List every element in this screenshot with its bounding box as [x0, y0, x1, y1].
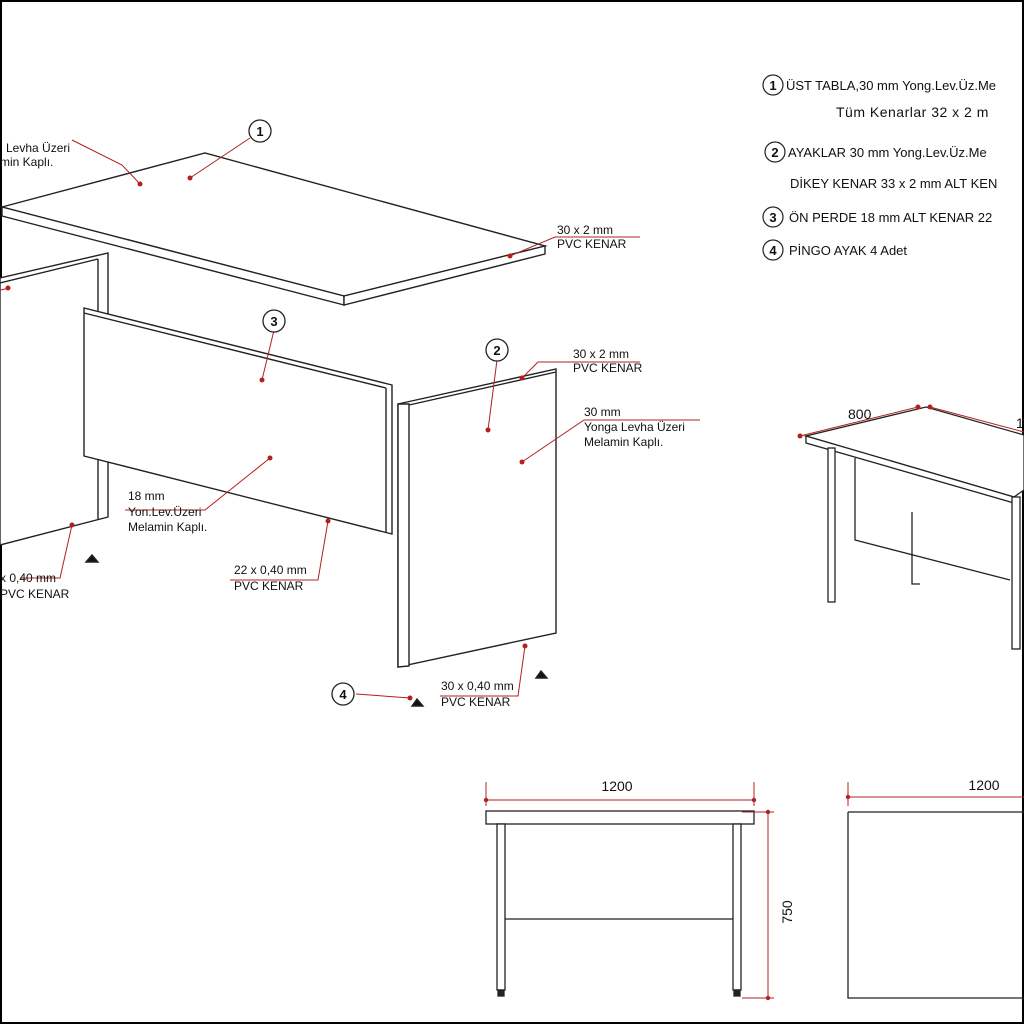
leg-material-label-3: Melamin Kaplı. [584, 435, 663, 449]
leader-lines [0, 137, 700, 699]
legend-item-2-edges: DİKEY KENAR 33 x 2 mm ALT KEN [790, 176, 997, 191]
foot-icon [410, 697, 425, 707]
right-leg-panel [397, 368, 557, 668]
top-edge-label: 30 x 2 mm [557, 223, 613, 237]
top-edge-label-2: PVC KENAR [557, 237, 627, 251]
front-height-dimension: 750 [779, 900, 795, 924]
leader-dots [5, 175, 528, 701]
side-width-dimension: 1200 [968, 777, 999, 793]
part-number-3: 3 [262, 309, 286, 333]
modesty-material-label-3: Melamin Kaplı. [128, 520, 207, 534]
modesty-material-label: 18 mm [128, 489, 165, 503]
svg-text:2: 2 [493, 343, 500, 358]
top-material-label-2: min Kaplı. [0, 155, 53, 169]
part-number-2: 2 [485, 338, 509, 362]
leg-top-edge-label: 30 x 2 mm [573, 347, 629, 361]
part-number-4: 4 [331, 682, 355, 706]
front-view: 1200 750 [483, 778, 795, 1001]
modesty-material-label-2: Yon.Lev.Üzeri [128, 505, 201, 519]
svg-text:1: 1 [256, 124, 263, 139]
foot-icon [84, 553, 100, 563]
modesty-edge-label: 22 x 0,40 mm [234, 563, 307, 577]
legend-item-2: AYAKLAR 30 mm Yong.Lev.Üz.Me [788, 145, 987, 160]
modesty-panel [83, 307, 393, 535]
legend: 1 ÜST TABLA,30 mm Yong.Lev.Üz.Me Tüm Ken… [762, 74, 997, 261]
leg-top-edge-label-2: PVC KENAR [573, 361, 643, 375]
leg-material-label-2: Yonga Levha Üzeri [584, 420, 685, 434]
svg-text:3: 3 [270, 314, 277, 329]
svg-text:4: 4 [769, 243, 777, 258]
legend-item-1-edges: Tüm Kenarlar 32 x 2 m [836, 104, 989, 120]
foot-icon [534, 669, 549, 679]
iso-depth-dimension: 800 [848, 406, 872, 422]
legend-item-1: ÜST TABLA,30 mm Yong.Lev.Üz.Me [786, 78, 996, 93]
legend-item-3: ÖN PERDE 18 mm ALT KENAR 22 [789, 210, 992, 225]
leg-material-label: 30 mm [584, 405, 621, 419]
modesty-edge-label-2: PVC KENAR [234, 579, 304, 593]
svg-text:2: 2 [771, 145, 778, 160]
leg-bottom-edge-label-2: PVC KENAR [441, 695, 511, 709]
iso-width-dimension: 1 [1016, 415, 1024, 431]
top-material-label: Levha Üzeri [6, 141, 70, 155]
assembled-iso-view: 800 1 [797, 404, 1024, 650]
svg-text:1: 1 [769, 78, 776, 93]
side-view: 1200 [845, 777, 1024, 999]
left-edge-label: x 0,40 mm [0, 571, 56, 585]
part-number-1: 1 [248, 119, 272, 143]
leg-bottom-edge-label: 30 x 0,40 mm [441, 679, 514, 693]
top-panel [0, 152, 548, 306]
exploded-view [0, 152, 557, 707]
left-edge-label-2: PVC KENAR [0, 587, 70, 601]
legend-item-4: PİNGO AYAK 4 Adet [789, 243, 907, 258]
svg-text:4: 4 [339, 687, 347, 702]
svg-text:3: 3 [769, 210, 776, 225]
front-width-dimension: 1200 [601, 778, 632, 794]
